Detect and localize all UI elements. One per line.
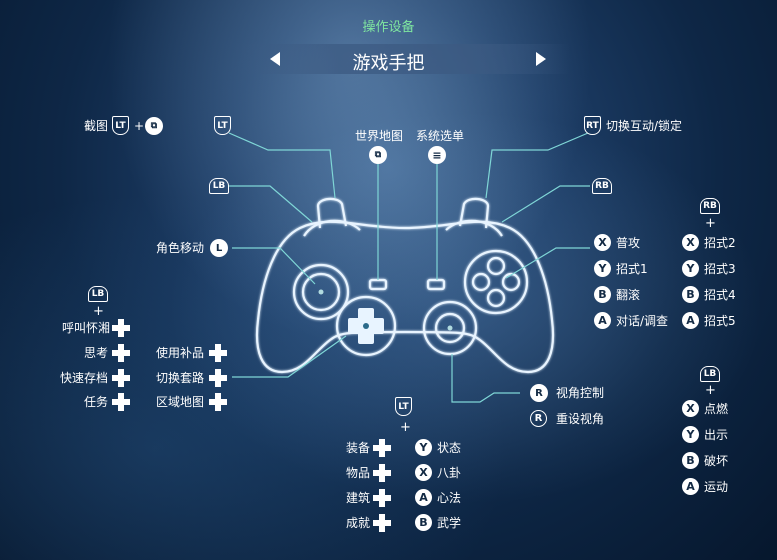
device-selector[interactable] [240, 44, 570, 74]
rb-a-label: 招式5 [704, 314, 736, 328]
lb-face-modifier-icon: LB [700, 366, 720, 382]
face-b-icon: B [594, 286, 611, 303]
lb-b-icon: B [682, 452, 699, 469]
device-label: 游戏手把 [352, 53, 425, 74]
screenshot-label: 截图 [84, 119, 109, 133]
rt-button-icon: RT [584, 116, 601, 135]
rb-combo-plus: + [705, 216, 716, 231]
lt-combo-plus: + [400, 420, 411, 435]
rb-y-label: 招式3 [704, 262, 736, 276]
right-stick-press-icon: R [530, 410, 547, 427]
lb-a-label: 运动 [704, 480, 729, 494]
reset-view-label: 重设视角 [556, 412, 605, 426]
prev-device-arrow-icon[interactable] [270, 52, 280, 66]
dpad-right-label: 使用补品 [156, 346, 205, 360]
view-button-icon: ⧉ [369, 146, 387, 164]
lb-y-label: 出示 [704, 428, 729, 442]
face-x-icon: X [594, 234, 611, 251]
lt-combo-modifier-icon: LT [395, 397, 412, 416]
lb-dpad-down-label: 快速存档 [60, 371, 109, 385]
lt-dpad-down-label: 建筑 [346, 491, 371, 505]
face-a-label: 对话/调查 [616, 314, 669, 328]
lt-b-label: 武学 [437, 516, 462, 530]
leader-lines [228, 132, 590, 403]
lb-button-icon: LB [209, 178, 229, 194]
lb-x-label: 点燃 [704, 402, 729, 416]
lt-y-icon: Y [415, 439, 432, 456]
rb-combo-modifier-icon: RB [700, 198, 720, 214]
rb-a-icon: A [682, 312, 699, 329]
rb-b-label: 招式4 [704, 288, 736, 302]
lb-y-icon: Y [682, 426, 699, 443]
plus-sign: + [134, 119, 145, 133]
lt-y-label: 状态 [437, 441, 462, 455]
lb-dpad-right-label: 思考 [84, 346, 109, 360]
view-icon: ⧉ [145, 117, 163, 135]
face-y-icon: Y [594, 260, 611, 277]
lt-x-label: 八卦 [437, 466, 462, 480]
rb-y-icon: Y [682, 260, 699, 277]
lb-x-icon: X [682, 400, 699, 417]
face-y-label: 招式1 [616, 262, 648, 276]
lt-glyph-icon: LT [112, 116, 129, 135]
page-title: 操作设备 [362, 20, 415, 35]
system-menu-label: 系统选单 [416, 129, 465, 143]
rb-button-icon: RB [592, 178, 612, 194]
lb-dpad-up-label: 呼叫怀湘 [62, 321, 111, 335]
face-a-icon: A [594, 312, 611, 329]
lb-a-icon: A [682, 478, 699, 495]
rb-x-icon: X [682, 234, 699, 251]
lb-dpad-left-label: 任务 [84, 395, 109, 409]
view-control-label: 视角控制 [556, 386, 605, 400]
move-label: 角色移动 [156, 241, 205, 255]
face-b-label: 翻滚 [616, 288, 641, 302]
rb-b-icon: B [682, 286, 699, 303]
dpad-left-label: 区域地图 [156, 395, 205, 409]
menu-button-icon: ≡ [428, 146, 446, 164]
lb-dpad-modifier-icon: LB [88, 286, 108, 302]
lt-b-icon: B [415, 514, 432, 531]
lt-a-icon: A [415, 489, 432, 506]
dpad-down-label: 切换套路 [156, 371, 205, 385]
controller-outline [256, 197, 554, 374]
left-stick-icon: L [210, 239, 228, 257]
right-stick-icon: R [530, 384, 548, 402]
lt-dpad-right-label: 物品 [346, 466, 371, 480]
next-device-arrow-icon[interactable] [536, 52, 546, 66]
switch-interact-lock-label: 切换互动/锁定 [606, 119, 683, 133]
lt-dpad-left-label: 成就 [346, 516, 371, 530]
face-x-label: 普攻 [616, 236, 641, 250]
lt-button-icon: LT [214, 116, 231, 135]
lt-a-label: 心法 [437, 491, 462, 505]
lt-x-icon: X [415, 464, 432, 481]
rb-x-label: 招式2 [704, 236, 736, 250]
lb-b-label: 破坏 [704, 454, 729, 468]
lb-face-plus: + [705, 383, 716, 398]
lt-dpad-up-label: 装备 [346, 441, 371, 455]
lb-dpad-plus: + [93, 304, 104, 319]
world-map-label: 世界地图 [355, 129, 404, 143]
